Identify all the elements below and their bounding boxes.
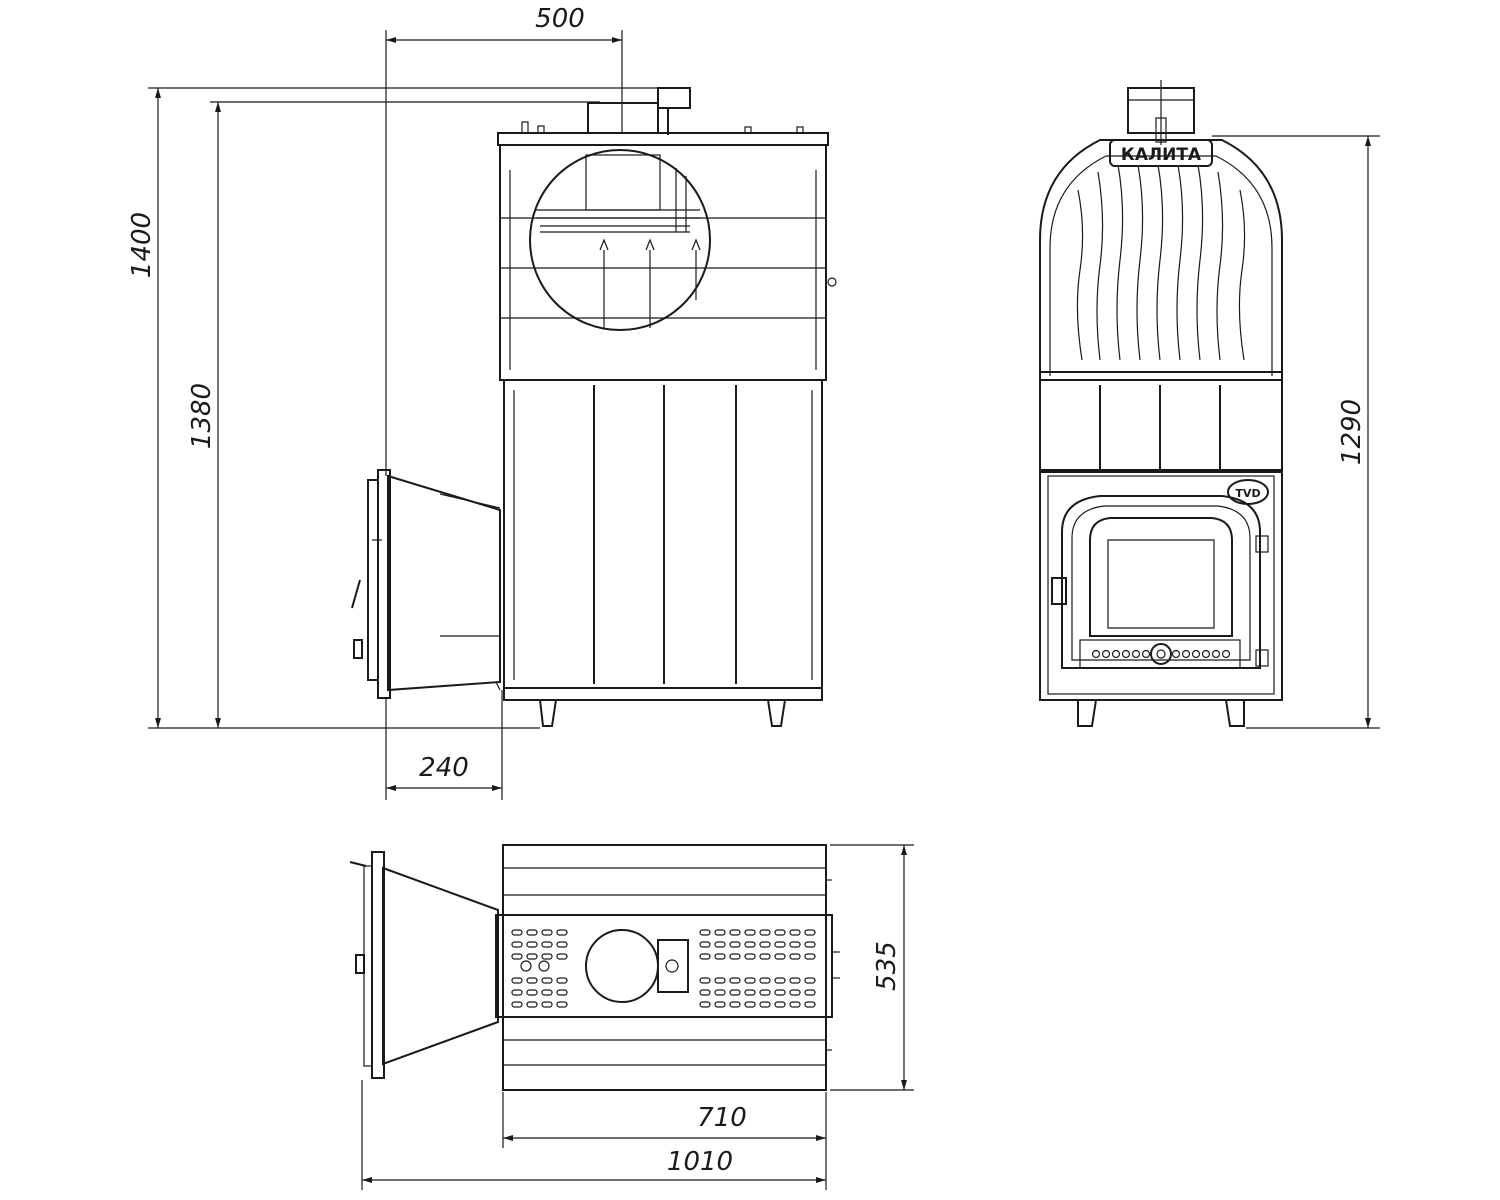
vent-slot — [714, 941, 726, 948]
dim-1380: 1380 — [187, 383, 217, 449]
vent-slot — [729, 1001, 741, 1008]
vent-slot — [541, 989, 553, 996]
vent-slot — [774, 989, 786, 996]
vent-slot — [729, 989, 741, 996]
vent-slot — [744, 941, 756, 948]
vent-slot — [804, 953, 816, 960]
vent-slot — [714, 929, 726, 936]
dim-535: 535 — [872, 941, 902, 991]
vent-slot — [804, 941, 816, 948]
top-vent-holes — [511, 929, 816, 1008]
vent-slot — [789, 1001, 801, 1008]
vent-slot — [714, 1001, 726, 1008]
vent-slot — [511, 953, 523, 960]
vent-slot — [789, 953, 801, 960]
vent-slot — [511, 929, 523, 936]
vent-slot — [714, 989, 726, 996]
vent-slot — [556, 941, 568, 948]
vent-slot — [774, 941, 786, 948]
vent-slot — [804, 977, 816, 984]
vent-slot — [804, 1001, 816, 1008]
vent-slot — [699, 953, 711, 960]
side-view — [351, 87, 837, 727]
vent-slot — [714, 977, 726, 984]
vent-slot — [699, 941, 711, 948]
vent-slot — [526, 953, 538, 960]
vent-slot — [526, 929, 538, 936]
vent-slot — [556, 953, 568, 960]
vent-slot — [541, 929, 553, 936]
vent-slot — [744, 977, 756, 984]
vent-slot — [774, 1001, 786, 1008]
vent-slot — [541, 977, 553, 984]
stone-pattern — [1076, 164, 1246, 361]
dim-500: 500 — [535, 4, 585, 34]
vent-slot — [759, 953, 771, 960]
vent-slot — [744, 989, 756, 996]
top-view — [349, 844, 840, 1091]
damper-knob-icon — [1150, 643, 1172, 665]
vent-slot — [526, 1001, 538, 1008]
vent-slot — [729, 977, 741, 984]
vent-slot — [511, 977, 523, 984]
vent-slot — [744, 953, 756, 960]
vent-slot — [526, 977, 538, 984]
vent-slot — [789, 941, 801, 948]
vent-slot — [556, 989, 568, 996]
vent-slot — [541, 953, 553, 960]
vent-slot — [759, 989, 771, 996]
vent-slot — [759, 941, 771, 948]
air-vents — [1091, 649, 1231, 659]
chimney-opening — [585, 929, 659, 1003]
vent-slot — [511, 941, 523, 948]
vent-slot — [526, 941, 538, 948]
door-logo-text: TVD — [1235, 487, 1260, 500]
vent-slot — [774, 953, 786, 960]
vent-slot — [774, 929, 786, 936]
vent-slot — [729, 953, 741, 960]
vent-slot — [541, 941, 553, 948]
vent-slot — [511, 1001, 523, 1008]
vent-slot — [804, 929, 816, 936]
door-handle — [1051, 577, 1067, 605]
vent-slot — [556, 1001, 568, 1008]
vent-slot — [556, 977, 568, 984]
vent-slot — [759, 929, 771, 936]
vent-slot — [774, 977, 786, 984]
front-view: КАЛИТА — [1039, 80, 1283, 727]
vent-slot — [699, 929, 711, 936]
vent-slot — [789, 977, 801, 984]
vent-slot — [714, 953, 726, 960]
vent-slot — [744, 929, 756, 936]
dimensions: 500 1400 1380 240 1290 535 710 1010 — [127, 4, 1380, 1190]
vent-slot — [699, 1001, 711, 1008]
vent-slot — [699, 989, 711, 996]
vent-slot — [511, 989, 523, 996]
dim-1290: 1290 — [1337, 399, 1367, 465]
vent-slot — [526, 989, 538, 996]
vent-slot — [556, 929, 568, 936]
dim-1010: 1010 — [667, 1147, 733, 1177]
vent-slot — [744, 1001, 756, 1008]
vent-slot — [699, 977, 711, 984]
brand-plate-text: КАЛИТА — [1121, 145, 1202, 165]
dim-240: 240 — [419, 753, 469, 783]
vent-slot — [789, 989, 801, 996]
vent-slot — [759, 977, 771, 984]
vent-slot — [804, 989, 816, 996]
dim-1400: 1400 — [127, 212, 157, 278]
vent-slot — [729, 929, 741, 936]
vent-slot — [729, 941, 741, 948]
vent-slot — [789, 929, 801, 936]
vent-slot — [759, 1001, 771, 1008]
dim-710: 710 — [697, 1103, 747, 1133]
detail-cutaway — [529, 149, 711, 331]
vent-slot — [541, 1001, 553, 1008]
